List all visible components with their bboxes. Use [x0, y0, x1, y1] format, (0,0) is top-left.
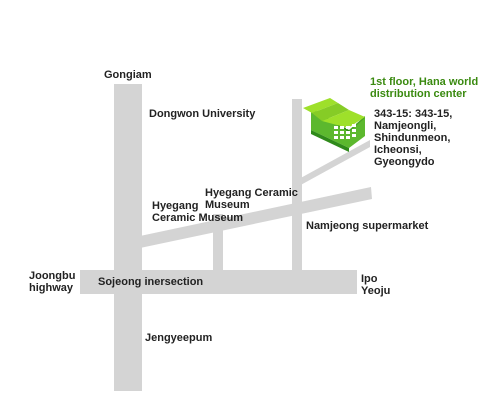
- destination-name: 1st floor, Hana world distribution cente…: [370, 76, 479, 100]
- label-sojeong-intersection: Sojeong inersection: [98, 276, 204, 288]
- label-hyegang-ceramic-museum-right: Hyegang Ceramic Museum: [205, 187, 298, 211]
- road-hyegang-diagonal: [140, 187, 372, 248]
- label-namjeong-supermarket: Namjeong supermarket: [306, 220, 429, 232]
- road-destination-branch: [297, 140, 370, 187]
- road-museum-connector: [213, 214, 223, 271]
- road-gongiam-jengyeepum: [114, 84, 142, 391]
- road-sojeong-main: [80, 270, 357, 294]
- label-ipo-yeoju: Ipo Yeoju: [361, 273, 391, 297]
- building-icon: [303, 98, 365, 152]
- label-hyegang-ceramic-museum-left: Hyegang Ceramic Museum: [152, 200, 244, 224]
- label-dongwon-university: Dongwon University: [149, 108, 256, 120]
- label-jengyeepum: Jengyeepum: [145, 332, 213, 344]
- label-joongbu-highway: Joongbu highway: [29, 270, 76, 294]
- destination-address: 343-15: 343-15, Namjeongli, Shindunmeon,…: [374, 108, 453, 168]
- label-gongiam: Gongiam: [104, 69, 152, 81]
